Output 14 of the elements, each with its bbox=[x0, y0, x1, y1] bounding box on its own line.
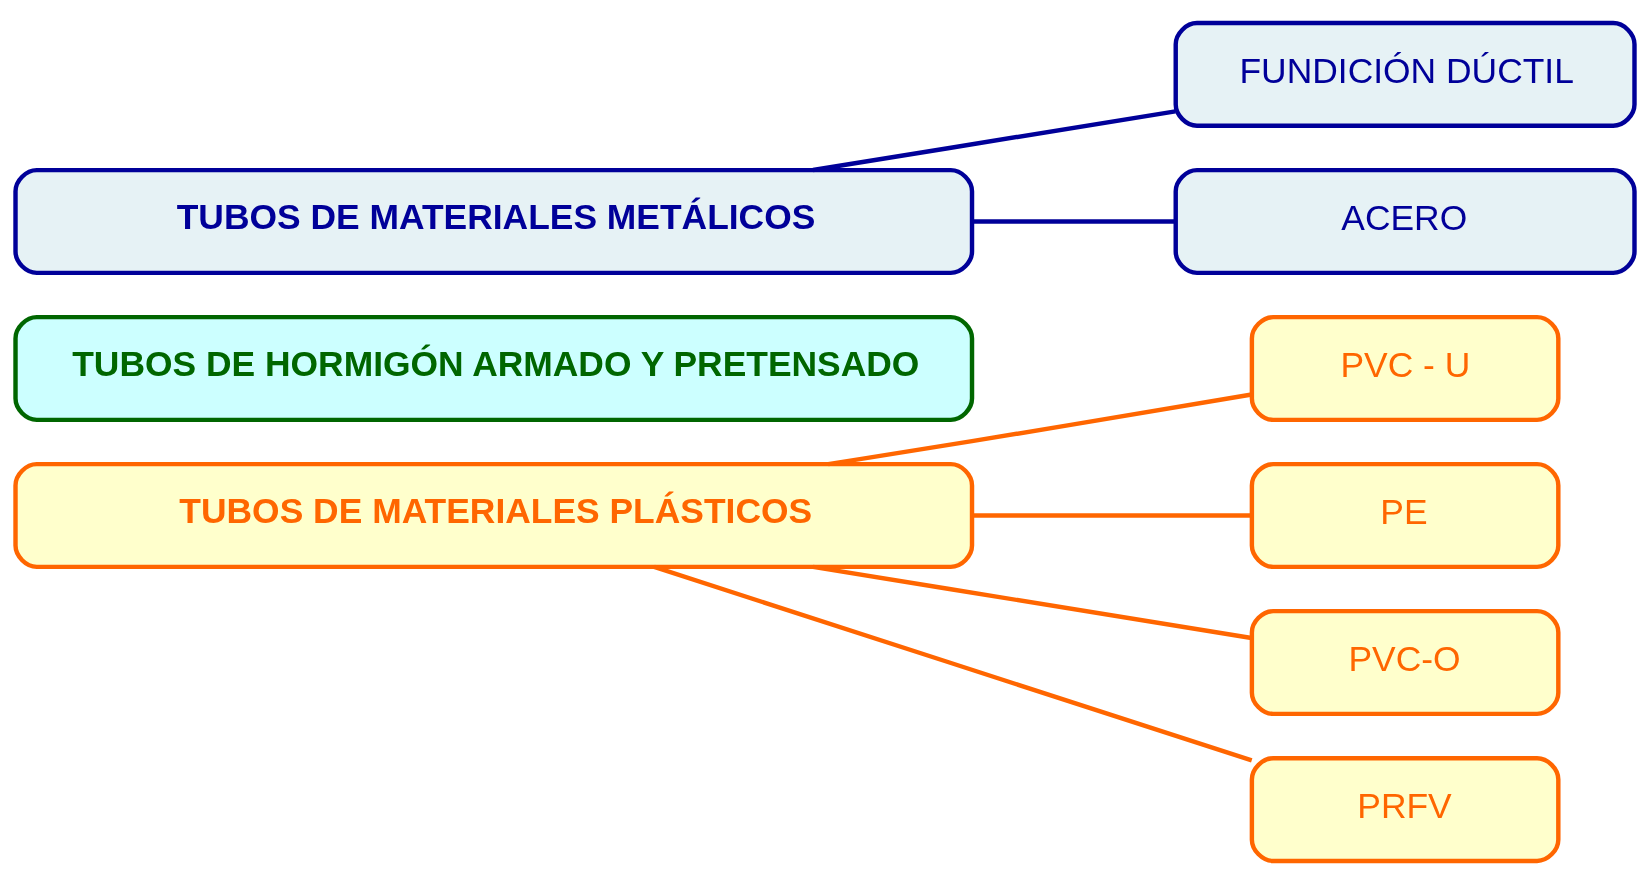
node-box: FUNDICIÓN DÚCTIL bbox=[1173, 20, 1637, 129]
node-box: PVC - U bbox=[1249, 314, 1561, 423]
node-box: PE bbox=[1249, 461, 1561, 570]
connector bbox=[972, 219, 1176, 224]
connector bbox=[812, 109, 1176, 173]
connector bbox=[972, 513, 1252, 518]
connector bbox=[827, 392, 1253, 467]
node-box: PRFV bbox=[1249, 755, 1561, 864]
connector bbox=[653, 564, 1253, 763]
node-box: ACERO bbox=[1173, 167, 1637, 276]
node-box: TUBOS DE HORMIGÓN ARMADO Y PRETENSADO bbox=[13, 314, 975, 423]
node-box: PVC-O bbox=[1249, 608, 1561, 717]
node-box: TUBOS DE MATERIALES METÁLICOS bbox=[13, 167, 975, 276]
node-box: TUBOS DE MATERIALES PLÁSTICOS bbox=[13, 461, 975, 570]
